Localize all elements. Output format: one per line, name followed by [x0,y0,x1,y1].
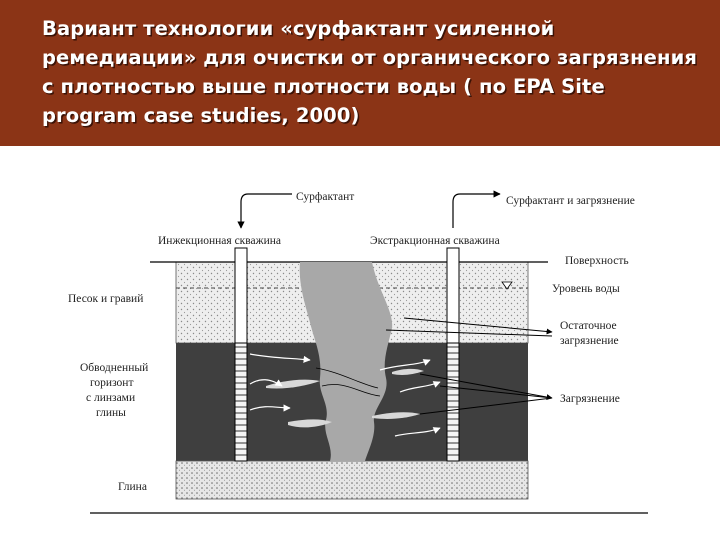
injection-well-screen [234,342,248,462]
label-aquifer-4: глины [96,407,126,419]
residual-leader-2 [385,329,553,337]
residual-leader-1 [403,317,553,335]
injection-well-casing [234,247,248,344]
water-level-icon [501,281,513,290]
flow-arrow-4 [399,381,441,393]
label-aquifer-1: Обводненный [80,362,148,374]
contamination-leader-2 [419,397,553,415]
label-sand-gravel: Песок и гравий [68,293,143,305]
label-clay: Глина [118,481,147,493]
extraction-well-casing [446,247,460,344]
lens-4 [392,368,424,375]
label-residual-1: Остаточное [560,320,617,332]
flow-arrow-3 [379,359,431,371]
extraction-output-arrow [452,190,501,228]
flow-arrow-6 [394,427,441,437]
flow-arrow-5 [249,404,291,412]
contamination-leader-1 [419,373,553,400]
remediation-diagram: Сурфактант Сурфактант и загрязнение Инже… [68,190,648,514]
contamination-leader-3 [439,385,553,399]
label-extraction-well: Экстракционная скважина [370,235,500,247]
surfactant-input-arrow [237,193,292,229]
clay-layer [175,460,529,500]
flow-arrow-1 [249,353,311,363]
label-aquifer-3: с линзами [86,392,135,404]
contaminant-plume [299,262,393,461]
label-surface: Поверхность [565,255,629,267]
label-water-level: Уровень воды [552,283,620,295]
residual-curve [315,367,379,389]
extraction-well-screen [446,342,460,462]
label-surfactant-contaminant: Сурфактант и загрязнение [506,195,635,207]
flow-arrow-2 [249,379,283,387]
label-surfactant: Сурфактант [296,191,354,203]
lens-2 [288,419,332,428]
lens-3 [372,412,420,419]
slide-title: Вариант технологии «сурфактант усиленной… [42,17,697,127]
lens-curve [321,384,381,397]
label-injection-well: Инжекционная скважина [158,235,281,247]
label-aquifer-2: горизонт [90,377,134,389]
title-bar: Вариант технологии «сурфактант усиленной… [0,0,720,146]
label-residual-2: загрязнение [560,335,619,347]
label-contamination: Загрязнение [560,393,620,405]
